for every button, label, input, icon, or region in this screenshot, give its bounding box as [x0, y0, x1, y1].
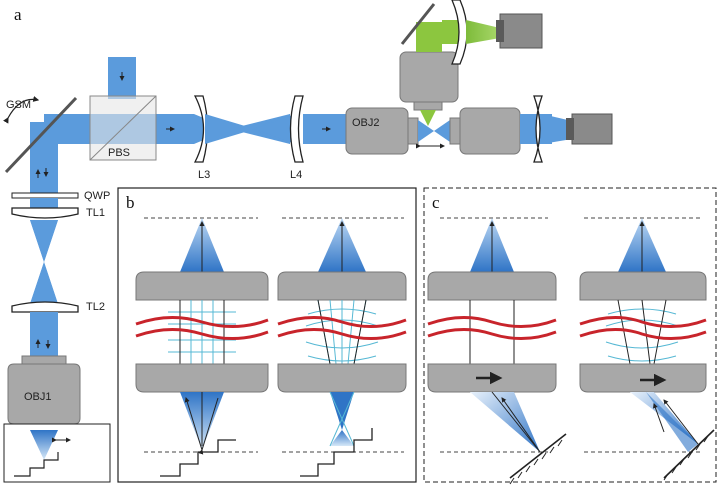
b-left-staircase [160, 439, 236, 477]
c-right-objective-bottom [579, 363, 707, 393]
panel-b-label: b [126, 193, 135, 212]
gsm-label: GSM [6, 99, 31, 111]
panel-c: c [423, 187, 717, 485]
gsm-rotation-arrow [3, 96, 40, 124]
b-right-sample-bottom [277, 327, 407, 341]
l5-lens [533, 95, 543, 163]
panel-c-label: c [432, 193, 440, 212]
staircase-sample [14, 452, 59, 477]
top-mirror [400, 3, 436, 45]
panel-b-frame [117, 187, 417, 483]
c-right-sample-bottom [579, 327, 707, 341]
panel-a-label: a [14, 5, 22, 24]
b-left-objective-top [135, 271, 269, 301]
obj2-label: OBJ2 [352, 117, 380, 129]
b-left-sample-bottom [135, 327, 269, 341]
c-left-objective-top [427, 271, 557, 301]
l3-lens [193, 95, 209, 163]
obj1-label: OBJ1 [24, 391, 52, 403]
l4-lens [289, 95, 304, 163]
obj1-sample-inset [3, 423, 111, 483]
qwp-plate [11, 192, 79, 199]
c-left-tilted-mirror [509, 433, 567, 479]
c-right-objective-top [579, 271, 707, 301]
obj-top-objective [399, 51, 459, 103]
obj1-objective [7, 363, 81, 425]
tl2-lens [11, 301, 79, 313]
l3-label: L3 [198, 169, 210, 181]
b-right-sample-top [277, 315, 407, 329]
b-right-objective-top [277, 271, 407, 301]
c-left-sample-bottom [427, 327, 557, 341]
c-left-sample-top [427, 315, 557, 329]
l6-lens [451, 0, 468, 65]
obj2-objective [345, 107, 409, 155]
b-right-staircase [300, 428, 373, 477]
panel-c-frame [423, 187, 717, 483]
camera-right [571, 113, 613, 145]
gsm-mirror [4, 96, 78, 174]
b-left-objective-bottom [135, 363, 269, 393]
tl2-label: TL2 [86, 301, 105, 313]
tl1-lens [11, 207, 79, 219]
c-right-tilted-mirror [663, 429, 715, 479]
b-right-objective-bottom [277, 363, 407, 393]
b-left-sample-top [135, 315, 269, 329]
c-right-sample-top [579, 315, 707, 329]
panel-a: a GSM PBS QWP TL1 TL2 [3, 0, 613, 483]
pbs-label: PBS [108, 147, 130, 159]
camera-top [499, 13, 543, 49]
qwp-label: QWP [84, 190, 110, 202]
l4-label: L4 [290, 169, 302, 181]
panel-b: b [117, 187, 417, 483]
tl1-label: TL1 [86, 207, 105, 219]
obj3-objective [459, 107, 521, 155]
